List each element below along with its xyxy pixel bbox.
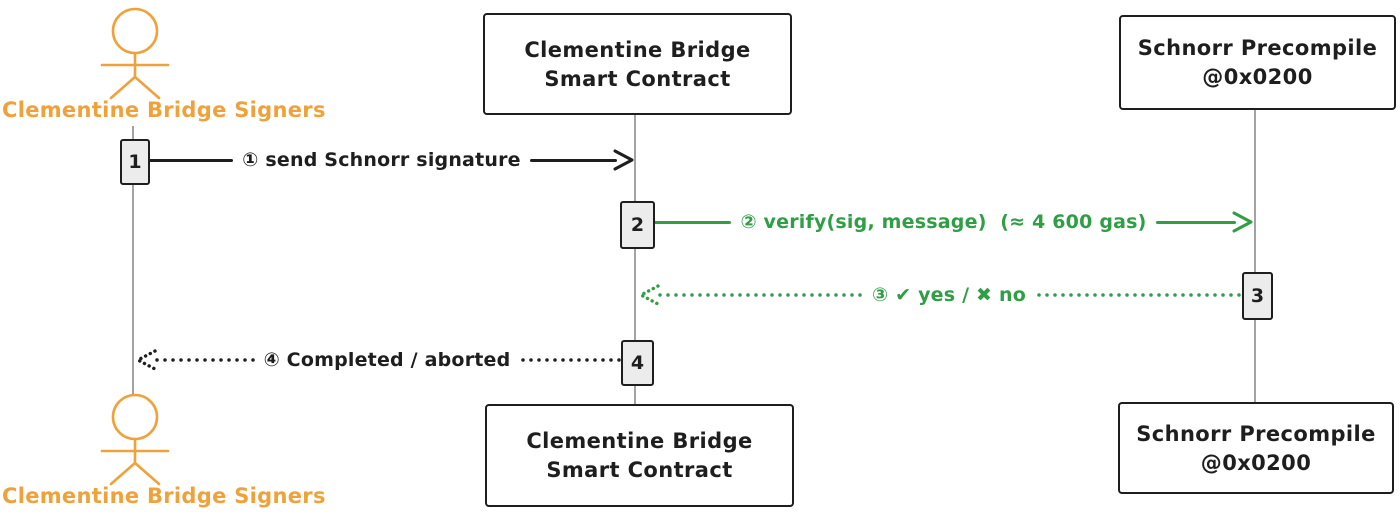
message-line	[519, 358, 622, 362]
actor-signers-top: Clementine Bridge Signers	[2, 6, 326, 128]
participant-contract-bottom: Clementine Bridge Smart Contract	[485, 404, 794, 507]
lifeline-signers	[132, 126, 134, 396]
message-label: ④ Completed / aborted	[263, 349, 511, 371]
arrowhead-left-icon	[136, 349, 157, 371]
actor-label-top: Clementine Bridge Signers	[2, 98, 326, 122]
participant-title-line: Smart Contract	[546, 458, 733, 482]
activation-box-3: 3	[1242, 272, 1273, 320]
person-icon	[100, 7, 170, 100]
person-icon	[100, 393, 170, 486]
participant-precompile-top: Schnorr Precompile @0x0200	[1119, 15, 1396, 110]
participant-title-line: Schnorr Precompile	[1137, 36, 1378, 60]
message-label: ③ ✔ yes / ✖ no	[872, 284, 1026, 306]
arrowhead-right-icon	[1232, 211, 1253, 233]
message-2-verify: ② verify(sig, message) (≈ 4 600 gas)	[651, 204, 1255, 240]
participant-title-line: Clementine Bridge	[526, 429, 753, 453]
activation-box-4: 4	[621, 340, 654, 386]
actor-label-bottom: Clementine Bridge Signers	[2, 484, 326, 508]
lifeline-precompile	[1254, 106, 1256, 402]
participant-contract-top: Clementine Bridge Smart Contract	[483, 13, 792, 115]
message-line	[529, 158, 618, 162]
message-1-send-signature: ① send Schnorr signature	[146, 142, 636, 178]
participant-precompile-bottom: Schnorr Precompile @0x0200	[1118, 402, 1394, 494]
participant-title-line: Schnorr Precompile	[1136, 421, 1376, 446]
message-line	[146, 158, 234, 162]
message-3-yes-no: ③ ✔ yes / ✖ no	[637, 277, 1242, 313]
message-label: ② verify(sig, message) (≈ 4 600 gas)	[740, 211, 1147, 233]
activation-box-2: 2	[620, 201, 655, 249]
message-line	[651, 220, 732, 224]
participant-title-line: Smart Contract	[544, 66, 731, 91]
participant-title-line: Clementine Bridge	[524, 37, 751, 62]
message-line	[1155, 220, 1236, 224]
message-label: ① send Schnorr signature	[242, 149, 521, 171]
participant-title-line: @0x0200	[1202, 65, 1313, 89]
arrowhead-left-icon	[639, 284, 660, 306]
lifeline-contract	[634, 111, 636, 404]
actor-signers-bottom: Clementine Bridge Signers	[2, 392, 326, 514]
activation-box-1: 1	[120, 139, 150, 185]
message-line	[153, 358, 255, 362]
arrowhead-right-icon	[613, 149, 634, 171]
participant-title-line: @0x0200	[1200, 450, 1312, 475]
message-4-completed-aborted: ④ Completed / aborted	[134, 342, 622, 378]
message-line	[656, 293, 864, 297]
message-line	[1034, 293, 1242, 297]
